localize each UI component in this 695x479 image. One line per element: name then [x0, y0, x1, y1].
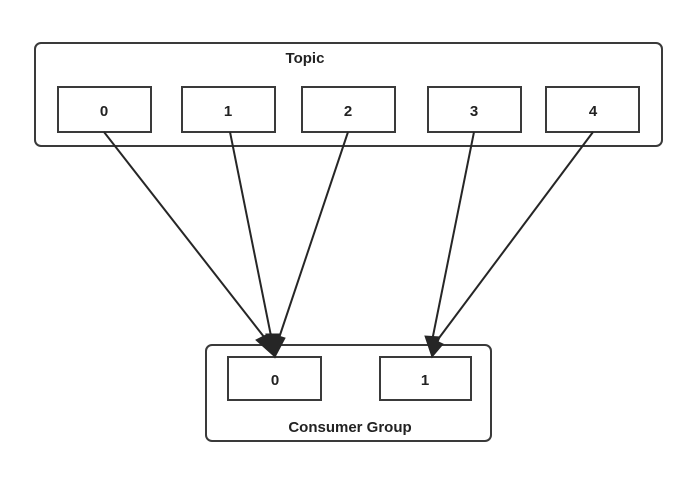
edge-partition-4-to-consumer-1: [435, 131, 594, 343]
consumer-box: [379, 356, 472, 401]
arrowhead-partition-2: [271, 333, 286, 359]
partition-label: 2: [344, 103, 352, 120]
partition-box: [181, 86, 276, 133]
partition-box: [57, 86, 152, 133]
edge-partition-1-to-consumer-0: [229, 131, 273, 342]
arrowhead-partition-4: [429, 337, 444, 359]
edge-partition-2-to-consumer-0: [277, 131, 349, 342]
partition-box: [427, 86, 522, 133]
edge-partition-0-to-consumer-0: [103, 131, 269, 343]
partition-0: 0: [57, 86, 152, 133]
partition-label: 3: [470, 103, 478, 120]
assignment-edges: [103, 131, 594, 359]
consumer-label: 0: [271, 372, 279, 389]
partition-label: 4: [589, 103, 598, 120]
partition-3: 3: [427, 86, 522, 133]
partition-label: 1: [224, 103, 232, 120]
partition-box: [301, 86, 396, 133]
consumer-0: 0: [227, 356, 322, 401]
partition-4: 4: [545, 86, 640, 133]
consumer-1: 1: [379, 356, 472, 401]
edge-partition-3-to-consumer-1: [431, 131, 475, 342]
consumer-label: 1: [421, 372, 429, 389]
consumer-group-title: Consumer Group: [288, 419, 411, 436]
topic-title: Topic: [286, 50, 325, 67]
partition-label: 0: [100, 103, 108, 120]
partition-2: 2: [301, 86, 396, 133]
partition-1: 1: [181, 86, 276, 133]
